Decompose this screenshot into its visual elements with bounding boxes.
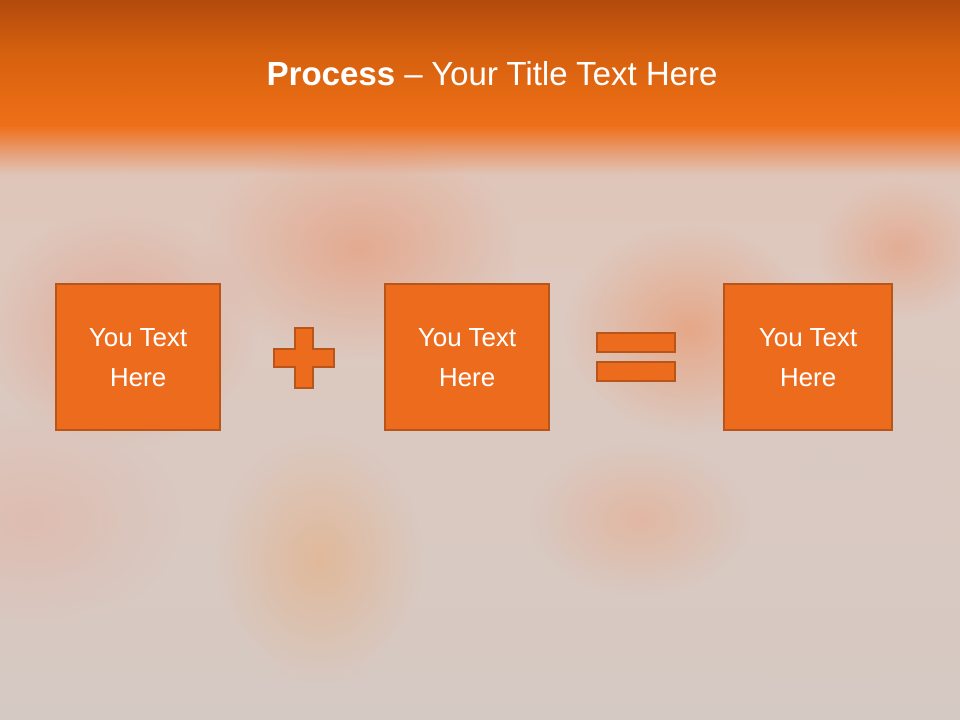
process-box-2[interactable]: You Text Here — [384, 283, 550, 431]
process-box-3-text: You Text Here — [758, 322, 858, 392]
title-band — [0, 0, 960, 175]
title-rest-text: – Your Title Text Here — [395, 55, 718, 92]
plus-icon — [273, 327, 335, 389]
process-box-3[interactable]: You Text Here — [723, 283, 893, 431]
equals-bar-bottom — [596, 361, 676, 382]
slide-title[interactable]: Process – Your Title Text Here — [0, 54, 960, 94]
title-bold-text: Process — [266, 55, 396, 92]
process-box-1[interactable]: You Text Here — [55, 283, 221, 431]
equals-bar-top — [596, 332, 676, 353]
process-box-1-text: You Text Here — [88, 322, 188, 392]
process-box-2-text: You Text Here — [417, 322, 517, 392]
